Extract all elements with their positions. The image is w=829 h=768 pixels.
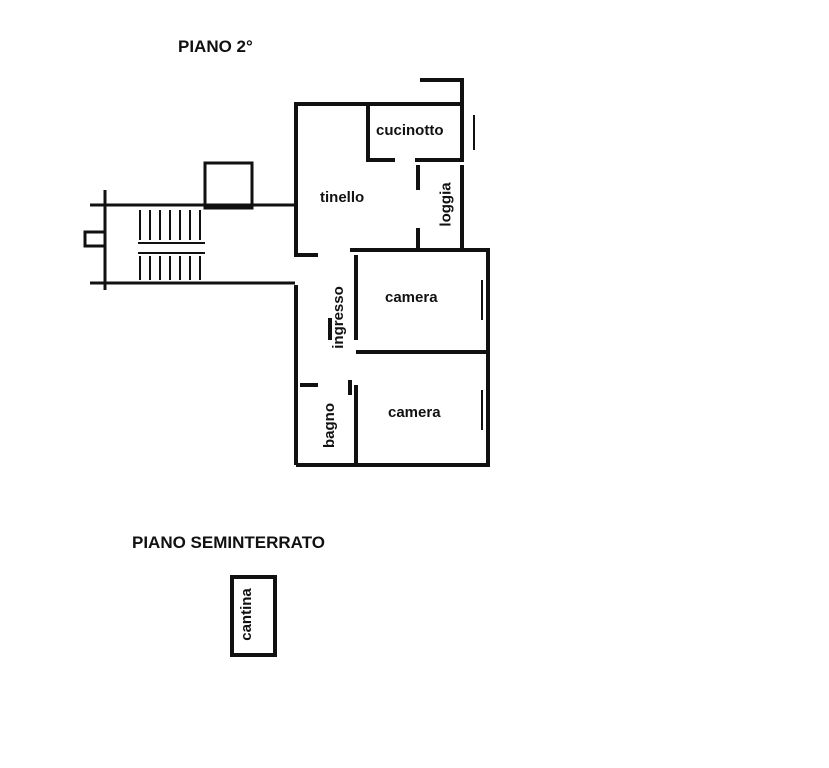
windows bbox=[473, 115, 483, 430]
floor-title-basement: PIANO SEMINTERRATO bbox=[132, 533, 325, 552]
floor-title-second: PIANO 2° bbox=[178, 37, 253, 56]
room-label-camera-2: camera bbox=[388, 404, 441, 421]
walls-second-floor bbox=[294, 78, 490, 467]
room-label-cucinotto: cucinotto bbox=[376, 122, 444, 139]
walls-basement bbox=[230, 575, 277, 657]
room-label-ingresso: ingresso bbox=[329, 286, 347, 349]
room-label-camera-1: camera bbox=[385, 289, 438, 306]
room-label-loggia: loggia bbox=[437, 182, 455, 227]
stair-steps bbox=[138, 210, 205, 280]
room-label-bagno: bagno bbox=[321, 403, 338, 448]
room-label-cantina: cantina bbox=[237, 588, 255, 641]
room-label-tinello: tinello bbox=[320, 189, 365, 206]
stairwell bbox=[83, 161, 295, 290]
